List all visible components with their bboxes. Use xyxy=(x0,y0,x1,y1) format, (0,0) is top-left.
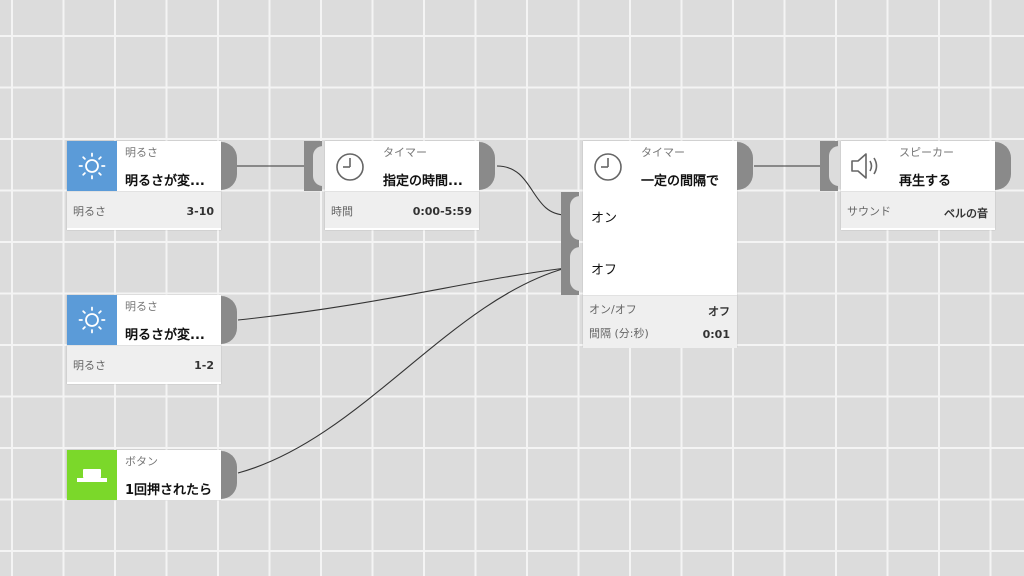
sun-icon xyxy=(67,295,117,345)
param-interval[interactable]: 間隔 (分:秒) 0:01 xyxy=(589,325,730,343)
param-label: 明るさ xyxy=(73,359,106,372)
block-category: タイマー xyxy=(641,146,685,159)
clock-icon xyxy=(325,141,375,191)
output-port-brightness2[interactable] xyxy=(221,296,237,344)
sun-icon xyxy=(67,141,117,191)
output-port-timer1[interactable] xyxy=(479,142,495,190)
block-title: 1回押されたら xyxy=(125,483,213,498)
block-category: ボタン xyxy=(125,455,158,468)
block-category: 明るさ xyxy=(125,300,158,313)
param-brightness[interactable]: 明るさ 3-10 xyxy=(67,191,221,228)
block-header: タイマー 指定の時間... xyxy=(325,141,479,191)
param-onoff[interactable]: オン/オフ オフ xyxy=(589,301,730,319)
block-category: スピーカー xyxy=(899,146,954,159)
param-value: 1-2 xyxy=(194,359,214,372)
block-header: タイマー 一定の間隔で xyxy=(583,141,737,191)
inputs-area: オン オフ xyxy=(583,191,737,295)
block-header: スピーカー 再生する xyxy=(841,141,995,191)
wire-button-to-interval-off xyxy=(237,267,567,474)
port-notch-on xyxy=(570,196,580,240)
param-label: サウンド xyxy=(847,205,891,218)
param-label: 時間 xyxy=(331,205,353,218)
output-port-button[interactable] xyxy=(221,451,237,499)
input-label-on: オン xyxy=(591,211,618,226)
port-notch xyxy=(829,146,839,186)
param-sound[interactable]: サウンド ベルの音 xyxy=(841,191,995,228)
block-category: 明るさ xyxy=(125,146,158,159)
param-label: オン/オフ xyxy=(589,303,637,316)
param-value: ベルの音 xyxy=(944,207,988,220)
timer-block-1[interactable]: タイマー 指定の時間... 時間 0:00-5:59 xyxy=(325,141,479,230)
block-title: 一定の間隔で xyxy=(641,174,720,189)
params-interval[interactable]: オン/オフ オフ 間隔 (分:秒) 0:01 xyxy=(583,295,737,348)
input-label-off: オフ xyxy=(591,263,618,278)
clock-icon xyxy=(583,141,633,191)
port-notch-off xyxy=(570,247,580,291)
output-port-speaker[interactable] xyxy=(995,142,1011,190)
param-value: 3-10 xyxy=(186,205,214,218)
output-port-brightness1[interactable] xyxy=(221,142,237,190)
block-title: 指定の時間... xyxy=(383,174,463,189)
wire-brightness2-to-interval-off xyxy=(237,267,567,321)
block-header: 明るさ 明るさが変... xyxy=(67,295,221,345)
output-port-interval[interactable] xyxy=(737,142,753,190)
block-title: 明るさが変... xyxy=(125,174,205,189)
speaker-block[interactable]: スピーカー 再生する サウンド ベルの音 xyxy=(841,141,995,230)
param-brightness[interactable]: 明るさ 1-2 xyxy=(67,345,221,382)
wire-timer1-to-interval-on xyxy=(496,165,567,216)
block-title: 再生する xyxy=(899,174,952,189)
button-block[interactable]: ボタン 1回押されたら xyxy=(67,450,221,500)
push-button-icon xyxy=(67,450,117,500)
param-value: 0:01 xyxy=(702,328,730,341)
block-header: ボタン 1回押されたら xyxy=(67,450,221,500)
interval-timer-block[interactable]: タイマー 一定の間隔で オン オフ オン/オフ オフ 間隔 (分:秒) 0:01 xyxy=(583,141,737,348)
brightness-block-2[interactable]: 明るさ 明るさが変... 明るさ 1-2 xyxy=(67,295,221,384)
block-header: 明るさ 明るさが変... xyxy=(67,141,221,191)
param-value: オフ xyxy=(708,305,730,318)
param-label: 明るさ xyxy=(73,205,106,218)
param-label: 間隔 (分:秒) xyxy=(589,327,649,340)
param-value: 0:00-5:59 xyxy=(412,205,472,218)
speaker-icon xyxy=(841,141,891,191)
input-port-interval[interactable] xyxy=(561,192,580,295)
input-port-speaker[interactable] xyxy=(820,141,839,191)
block-category: タイマー xyxy=(383,146,427,159)
port-notch xyxy=(313,146,323,186)
input-port-timer1[interactable] xyxy=(304,141,323,191)
brightness-block-1[interactable]: 明るさ 明るさが変... 明るさ 3-10 xyxy=(67,141,221,230)
param-time[interactable]: 時間 0:00-5:59 xyxy=(325,191,479,228)
block-title: 明るさが変... xyxy=(125,328,205,343)
